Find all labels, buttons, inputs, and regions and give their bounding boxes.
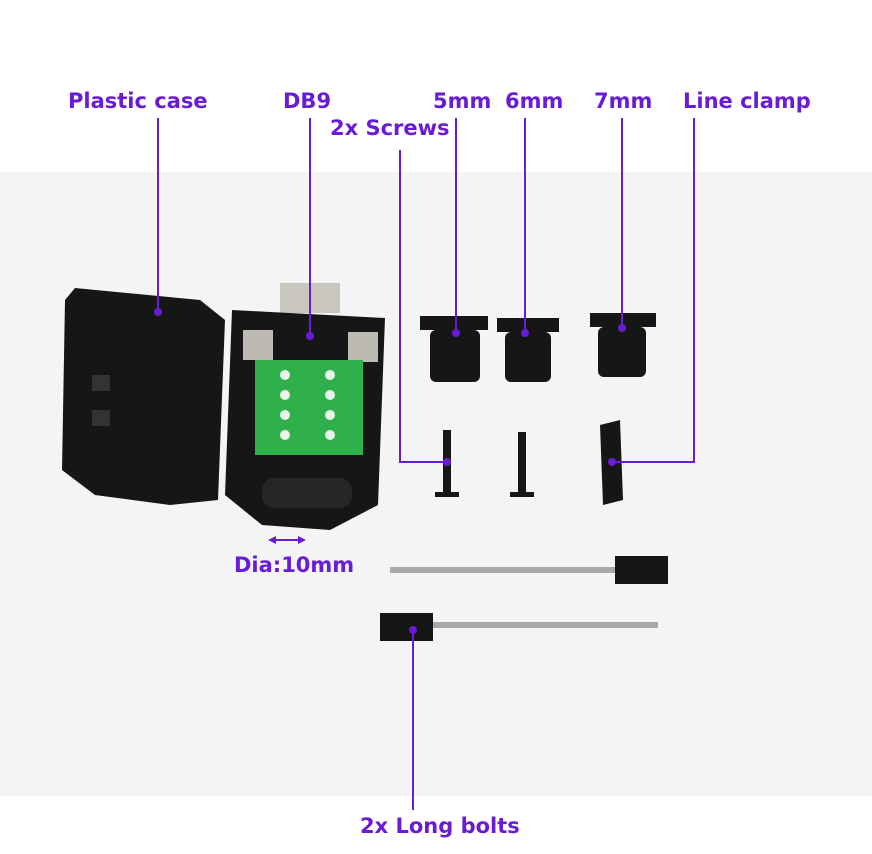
db9-part	[225, 283, 385, 530]
long-bolts-part	[380, 556, 668, 641]
leader-lines	[157, 118, 695, 810]
grommet-5mm	[420, 316, 488, 382]
label-line-clamp: Line clamp	[683, 89, 811, 113]
plastic-case-part	[62, 288, 225, 505]
label-plastic-case: Plastic case	[68, 89, 208, 113]
label-6mm: 6mm	[505, 89, 564, 113]
label-7mm: 7mm	[594, 89, 653, 113]
label-db9: DB9	[283, 89, 332, 113]
label-screws: 2x Screws	[330, 116, 450, 140]
label-diameter: Dia:10mm	[234, 553, 355, 577]
leader-dots	[154, 308, 626, 634]
label-5mm: 5mm	[433, 89, 492, 113]
label-long-bolts: 2x Long bolts	[360, 814, 520, 838]
grommet-6mm	[497, 318, 559, 382]
